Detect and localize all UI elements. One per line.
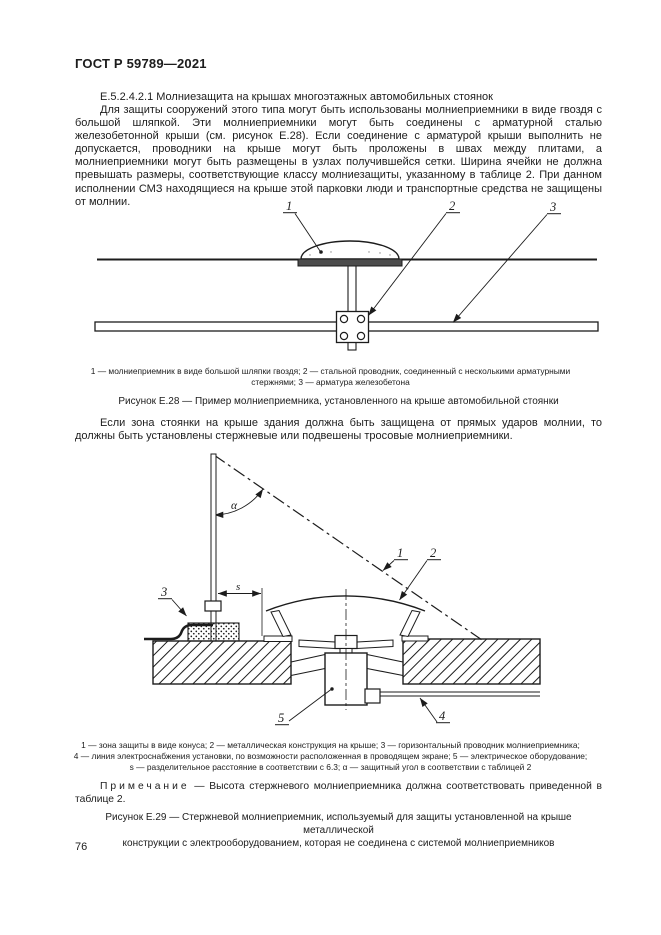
equipment-outlet-box — [364, 688, 381, 704]
fig29-label-5: 5 — [278, 711, 284, 725]
rod-clamp — [204, 600, 222, 612]
nail-head-cap — [297, 240, 403, 267]
roof-slab-left — [152, 640, 292, 685]
mount-plate-right — [401, 635, 429, 642]
mount-plate-left — [263, 635, 293, 642]
fig29-callout-5: 5 — [275, 687, 334, 726]
fig29-label-alpha: α — [231, 500, 238, 512]
fig28-callout-3: 3 — [452, 200, 561, 323]
document-header: ГОСТ Р 59789—2021 — [75, 56, 207, 71]
fig29-callout-3: 3 — [158, 585, 187, 617]
legend-line: стержнями; 3 — арматура железобетона — [251, 376, 410, 387]
lightning-rod — [210, 453, 217, 642]
support-struts — [290, 653, 404, 677]
figure-e29-caption: Рисунок Е.29 — Стержневой молниеприемник… — [75, 811, 602, 850]
body-paragraph-2: Если зона стоянки на крыше здания должна… — [75, 417, 602, 443]
fig29-callout-1: 1 — [382, 546, 408, 571]
support-block — [187, 622, 240, 642]
caption-line: конструкции с электрооборудованием, кото… — [122, 838, 555, 849]
figure-e28-caption: Рисунок Е.28 — Пример молниеприемника, у… — [118, 396, 559, 407]
fig29-label-3: 3 — [160, 585, 167, 599]
note-text: — Высота стержневого молниеприемника дол… — [75, 781, 602, 805]
s-dimension: s — [217, 581, 263, 636]
legend-line: s — разделительное расстояние в соответс… — [129, 762, 532, 773]
fig29-callout-4: 4 — [419, 697, 450, 724]
fig29-label-4: 4 — [439, 709, 445, 723]
fig28-label-1: 1 — [286, 199, 292, 213]
caption-line: Рисунок Е.29 — Стержневой молниеприемник… — [105, 812, 572, 836]
figure-e29-drawing: α s — [144, 453, 541, 726]
clamp-connector — [335, 310, 370, 344]
legend-line: 1 — молниеприемник в виде большой шляпки… — [90, 366, 571, 376]
fig28-callout-2: 2 — [368, 199, 460, 316]
body-paragraph-1: Для защиты сооружений этого типа могут б… — [75, 104, 602, 208]
fig29-callout-2: 2 — [399, 546, 441, 601]
page-number: 76 — [75, 841, 88, 853]
fig29-label-2: 2 — [430, 546, 436, 560]
fan-assembly — [298, 634, 394, 654]
metal-construction — [265, 595, 426, 677]
protection-cone-line — [213, 454, 483, 641]
legend-line: 1 — зона защиты в виде конуса; 2 — метал… — [81, 740, 580, 750]
alpha-angle-arc: α — [214, 488, 264, 519]
figure-e29-legend: 1 — зона защиты в виде конуса; 2 — метал… — [60, 740, 601, 774]
fig28-label-2: 2 — [449, 199, 455, 213]
fig28-label-3: 3 — [549, 200, 556, 214]
fig29-label-s: s — [236, 581, 240, 593]
section-title: Е.5.2.4.2.1 Молниезащита на крышах много… — [100, 91, 493, 103]
roof-slab-right — [402, 638, 541, 685]
figure-e28-drawing: 1 2 3 — [94, 199, 599, 351]
note-label: Примечание — [100, 781, 190, 792]
fig28-callout-1: 1 — [283, 199, 323, 254]
power-supply-line — [380, 691, 540, 697]
figure-e28-legend: 1 — молниеприемник в виде большой шляпки… — [60, 366, 601, 387]
note-paragraph: Примечание — Высота стержневого молниепр… — [75, 781, 602, 806]
legend-line: 4 — линия электроснабжения установки, по… — [73, 751, 588, 762]
fig29-label-1: 1 — [397, 546, 403, 560]
